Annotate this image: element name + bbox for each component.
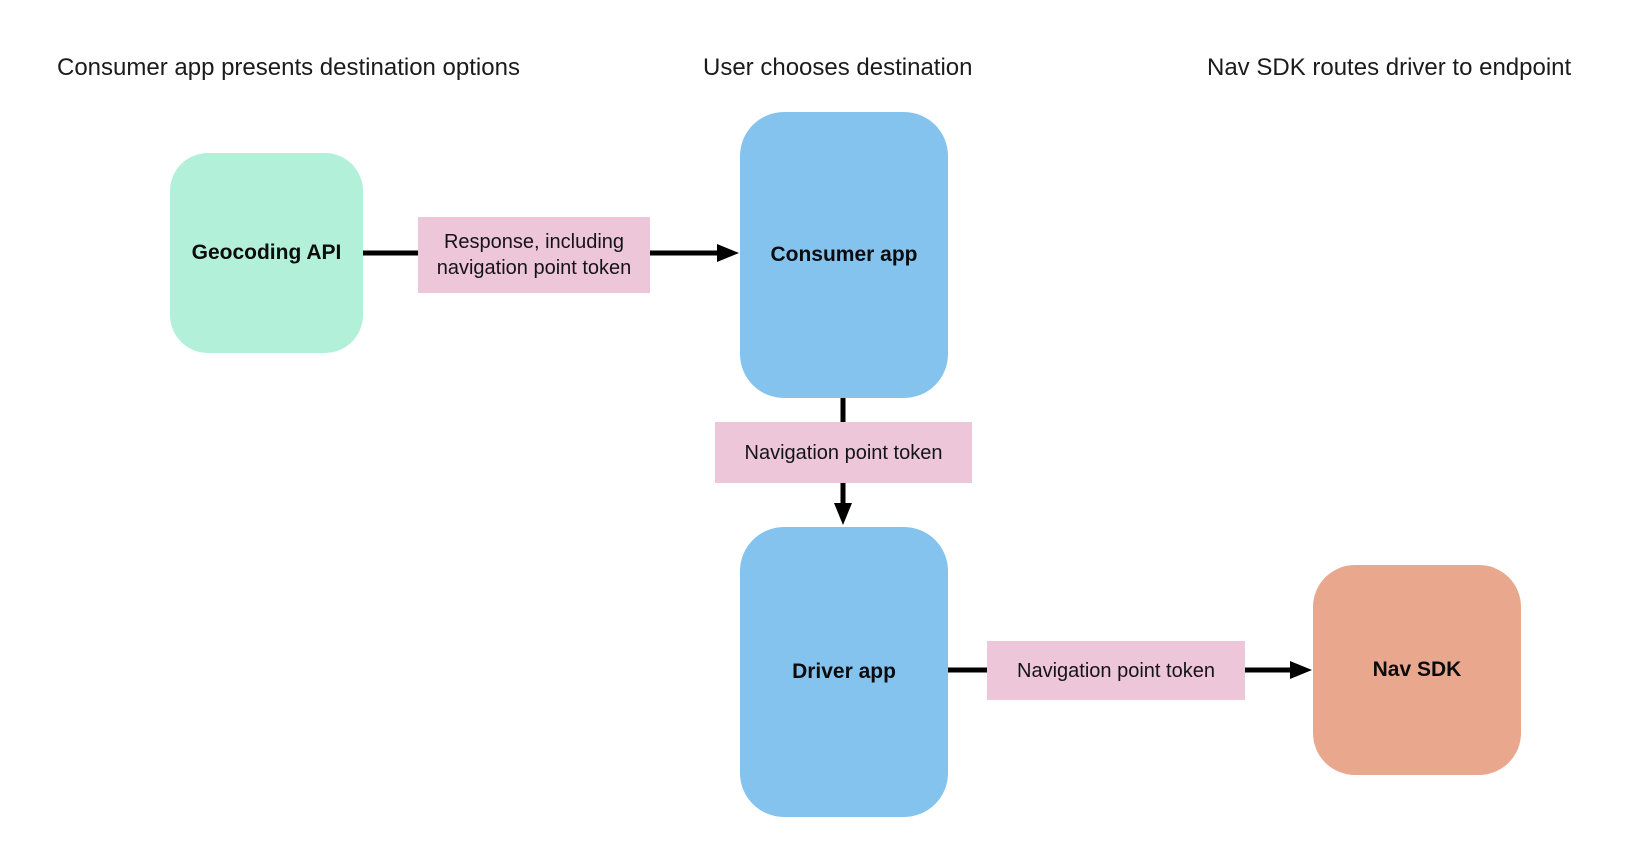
edge-label-response-including-token: Response, including navigation point tok… [418, 217, 650, 293]
edge-label-navigation-point-token-horizontal: Navigation point token [987, 641, 1245, 700]
node-nav-sdk: Nav SDK [1313, 565, 1521, 775]
node-geocoding-api: Geocoding API [170, 153, 363, 353]
node-driver-app: Driver app [740, 527, 948, 817]
node-consumer-app: Consumer app [740, 112, 948, 398]
stage-header-navsdk-routes: Nav SDK routes driver to endpoint [1207, 54, 1572, 81]
stage-header-user-chooses: User chooses destination [703, 54, 973, 81]
edge-label-navigation-point-token-vertical: Navigation point token [715, 422, 972, 483]
stage-header-consumer-presents: Consumer app presents destination option… [57, 54, 520, 81]
